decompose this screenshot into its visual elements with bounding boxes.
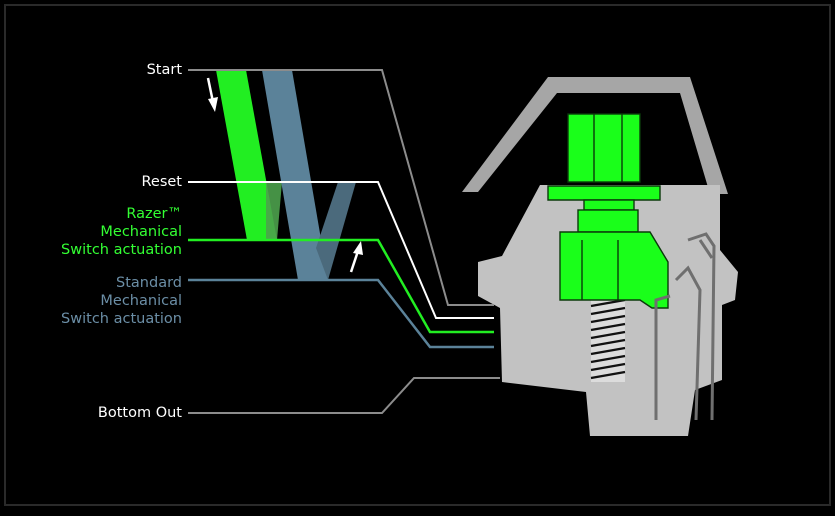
bottom-out-label: Bottom Out (97, 405, 182, 421)
standard-label-line-3: Switch actuation (61, 311, 182, 327)
razer-travel-bar (216, 70, 277, 240)
reset-label: Reset (141, 174, 182, 190)
razer-label-line-1: Razer™ (126, 206, 182, 222)
green-stem (547, 113, 669, 309)
standard-travel-bar (262, 70, 328, 280)
reset-leader-line (188, 181, 494, 319)
standard-label-line-2: Mechanical (100, 293, 182, 309)
razer-reset-segment (266, 182, 282, 240)
razer-label-line-3: Switch actuation (61, 242, 182, 258)
standard-leader-line (188, 278, 494, 349)
start-leader-line (188, 69, 494, 306)
razer-label-line-2: Mechanical (100, 224, 182, 240)
switch-top-cover (462, 77, 728, 194)
leaf-contact (654, 232, 716, 421)
razer-leader-line (188, 238, 494, 334)
down-arrow-icon (206, 77, 218, 112)
standard-actuation-label: Standard Mechanical Switch actuation (61, 274, 182, 328)
up-arrow-icon (349, 241, 363, 273)
bottom-out-leader-line (188, 377, 500, 414)
standard-reset-segment (316, 182, 356, 280)
standard-label-line-1: Standard (116, 275, 182, 291)
start-label: Start (146, 62, 182, 78)
razer-actuation-label: Razer™ Mechanical Switch actuation (61, 205, 182, 259)
spring (590, 298, 626, 382)
diagram-frame (4, 4, 831, 506)
